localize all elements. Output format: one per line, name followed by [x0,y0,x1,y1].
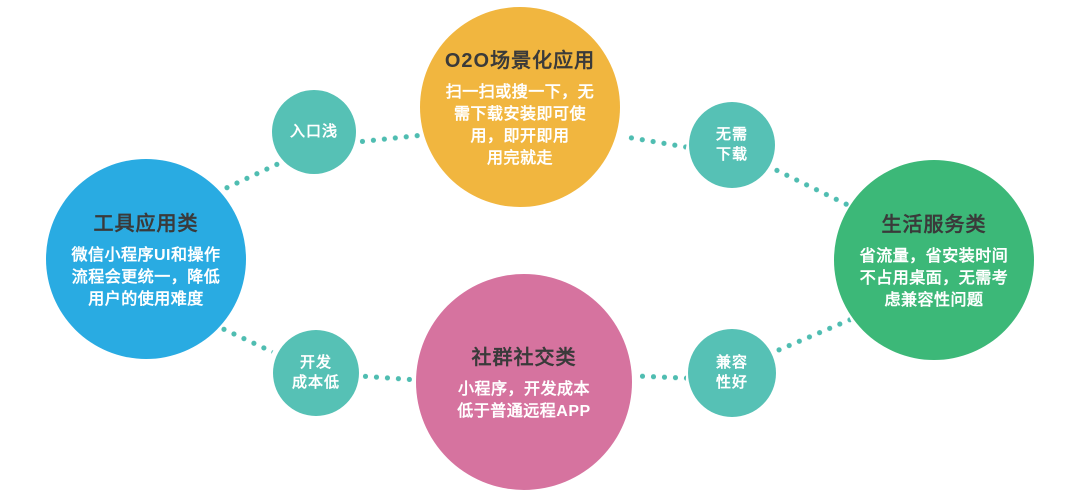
connector-compat-to-life [772,316,852,355]
bubble-tool-title: 工具应用类 [93,213,199,235]
connector-tool-to-entry [220,160,282,193]
bubble-tool-body: 微信小程序UI和操作 流程会更统一，降低 用户的使用难度 [71,247,221,308]
feature-entry-shallow: 入口浅 [272,90,356,174]
connector-o2o-to-nodownload [625,134,687,151]
bubble-social-title: 社群社交类 [471,347,577,369]
feature-no-download: 无需 下载 [689,102,775,188]
feature-low-dev-cost-label: 开发 成本低 [291,354,340,391]
feature-low-dev-cost: 开发 成本低 [273,330,359,416]
connector-tool-to-devcost [217,324,274,355]
bubble-o2o-body: 扫一扫或搜一下，无 需下载安装即可使 用，即开即用 用完就走 [445,84,595,167]
bubble-o2o-title: O2O场景化应用 [444,50,596,72]
bubble-life-body: 省流量，省安装时间 不占用桌面，无需考 虑兼容性问题 [859,248,1009,309]
feature-good-compatibility-label: 兼容 性好 [715,354,748,391]
feature-no-download-label: 无需 下载 [715,126,748,163]
bubble-life-services: 生活服务类 省流量，省安装时间 不占用桌面，无需考 虑兼容性问题 [834,160,1034,360]
bubble-life-title: 生活服务类 [881,214,987,236]
bubble-tool-apps: 工具应用类 微信小程序UI和操作 流程会更统一，降低 用户的使用难度 [46,159,246,359]
connector-social-to-compat [636,373,687,382]
feature-entry-shallow-label: 入口浅 [289,123,338,140]
bubble-o2o-apps: O2O场景化应用 扫一扫或搜一下，无 需下载安装即可使 用，即开即用 用完就走 [420,7,620,207]
bubble-social-community: 社群社交类 小程序，开发成本 低于普通远程APP [416,274,632,490]
bubble-social-body: 小程序，开发成本 低于普通远程APP [457,381,591,420]
connector-nodownload-to-life [770,165,852,209]
connector-entry-to-o2o [356,132,424,145]
feature-good-compatibility: 兼容 性好 [688,329,776,417]
connector-devcost-to-social [359,373,415,383]
